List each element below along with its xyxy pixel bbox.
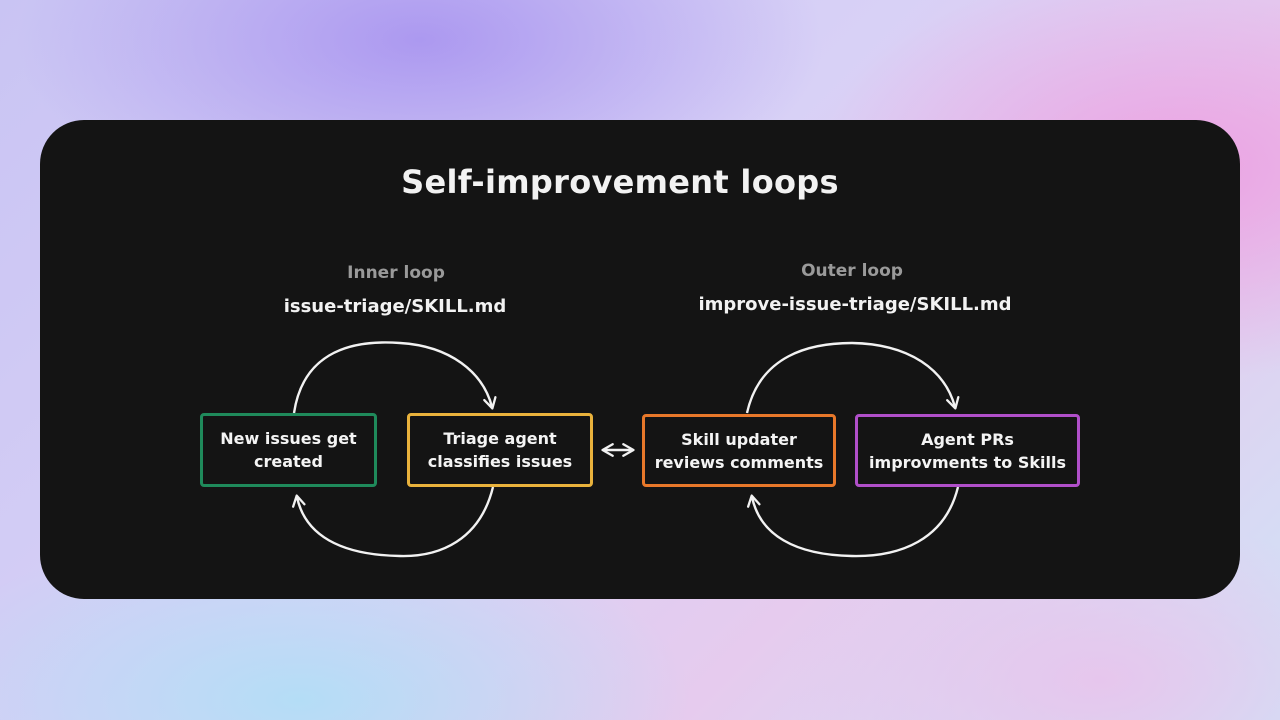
inner-loop-skill-file: issue-triage/SKILL.md: [283, 296, 507, 317]
node-skill-updater: Skill updater reviews comments: [642, 414, 836, 487]
node-agent-prs-line1: Agent PRs: [921, 429, 1014, 449]
inner-loop-bottom-arc: [291, 486, 495, 558]
inner-loop-top-arc: [292, 341, 497, 414]
node-skill-updater-line1: Skill updater: [681, 429, 797, 449]
node-triage-agent-line2: classifies issues: [427, 452, 573, 471]
node-skill-updater-line2: reviews comments: [654, 452, 824, 472]
outer-loop-bottom-arc: [746, 486, 960, 558]
outer-loop-top-arc: [745, 341, 960, 414]
node-triage-agent: Triage agent classifies issues: [407, 413, 593, 487]
inner-loop-label: Inner loop: [347, 263, 445, 283]
outer-loop-skill-file: improve-issue-triage/SKILL.md: [698, 294, 1012, 315]
node-agent-prs: Agent PRs improvments to Skills: [855, 414, 1080, 487]
node-new-issues: New issues get created: [200, 413, 377, 487]
node-new-issues-line1: New issues get: [220, 429, 357, 448]
node-agent-prs-line2: improvments to Skills: [869, 452, 1066, 472]
diagram-card: [40, 120, 1240, 599]
node-triage-agent-line1: Triage agent: [443, 429, 557, 448]
outer-loop-label: Outer loop: [801, 261, 903, 281]
node-new-issues-line2: created: [254, 452, 323, 471]
diagram-title: Self-improvement loops: [401, 163, 839, 201]
